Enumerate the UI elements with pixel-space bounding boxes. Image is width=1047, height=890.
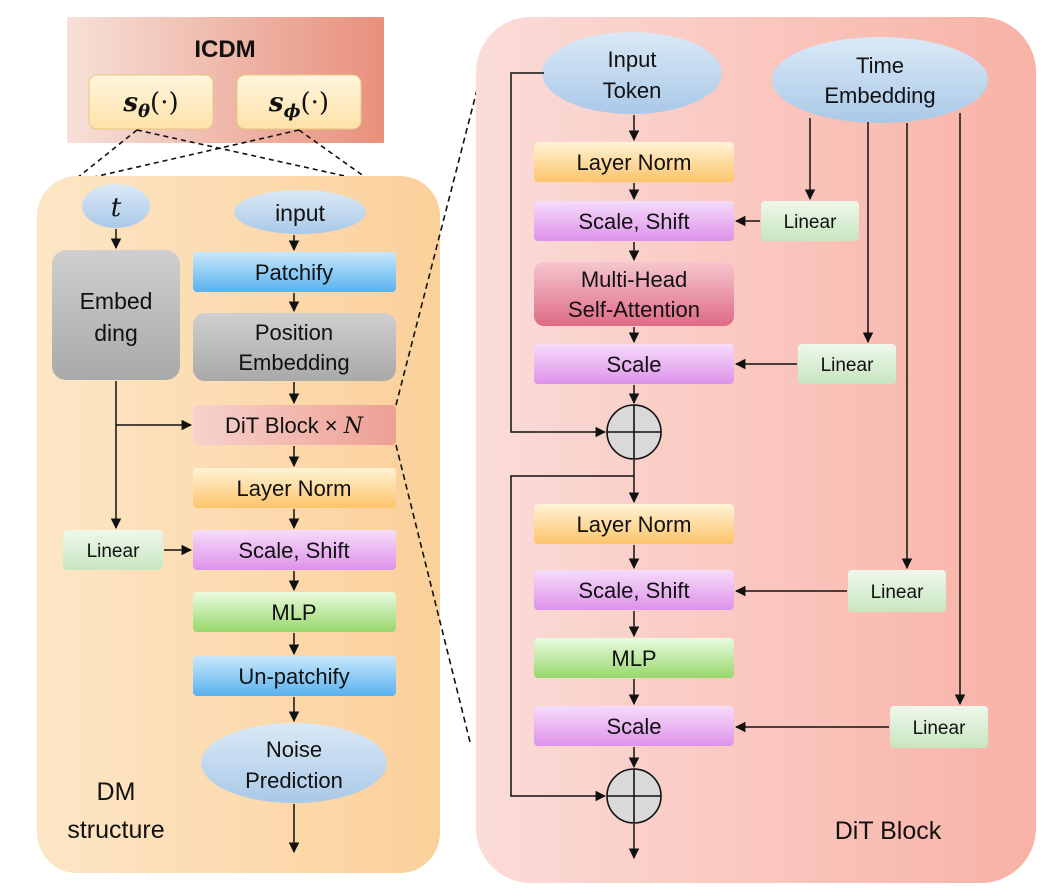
s-phi-s: s: [268, 88, 284, 118]
noise-prediction-node: [201, 723, 387, 803]
mhsa-box: [534, 262, 734, 326]
patchify-label: Patchify: [255, 260, 333, 285]
dm-mlp-label: MLP: [271, 600, 316, 625]
dit-caption: DiT Block: [835, 817, 942, 845]
dit-scale-2-label: Scale: [606, 714, 661, 739]
input-label: input: [275, 200, 325, 226]
noise-prediction-label-1: Noise: [266, 737, 322, 762]
dit-linear-3-box: [848, 570, 946, 612]
s-phi-sub: ϕ: [284, 101, 301, 122]
input-token-label-2: Token: [603, 78, 662, 103]
residual-path-1: [510, 72, 607, 438]
zoom-connectors-icdm: [71, 129, 373, 183]
dm-scale-shift-label: Scale, Shift: [238, 538, 349, 563]
noise-prediction-label-2: Prediction: [245, 768, 343, 793]
dm-linear-label: Linear: [87, 541, 140, 562]
dit-block-prefix: DiT Block ×: [225, 413, 344, 438]
dit-linear-3-label: Linear: [871, 582, 924, 603]
dm-mlp-box: [193, 592, 396, 632]
s-theta-sub: θ: [138, 101, 150, 122]
dm-layer-norm-label: Layer Norm: [237, 476, 352, 501]
embedding-label-2: ding: [94, 320, 137, 346]
dm-structure-panel: t input Embed ding Patchify Position Emb…: [37, 176, 440, 873]
dit-mlp-label: MLP: [611, 646, 656, 671]
dit-layer-norm-1-label: Layer Norm: [577, 150, 692, 175]
t-node: [82, 184, 150, 228]
dit-block-panel: Input Token Time Embedding Layer Norm Sc…: [476, 17, 1036, 883]
zoom-connectors-dit: [395, 85, 479, 743]
icdm-title: ICDM: [194, 36, 255, 63]
dit-linear-4-label: Linear: [913, 718, 966, 739]
zoom-line-mid2: [71, 129, 300, 183]
zoom-line-mid: [136, 129, 373, 183]
patchify-box: [193, 252, 396, 292]
s-theta-box: [88, 74, 214, 130]
dit-linear-2-box: [798, 344, 896, 384]
icdm-box: ICDM sθ(·) sϕ(·): [67, 17, 384, 143]
dit-linear-1-label: Linear: [784, 212, 837, 233]
dm-linear-box: [63, 530, 163, 570]
position-embedding-label-1: Position: [255, 320, 333, 345]
residual-path-2: [510, 475, 634, 802]
residual-add-2-icon: [606, 768, 662, 824]
dit-layer-norm-1-box: [534, 142, 734, 182]
zoom-line-right: [298, 129, 373, 183]
dit-scale-shift-1-label: Scale, Shift: [578, 209, 689, 234]
time-embedding-label-2: Embedding: [824, 83, 935, 108]
zoom-line-left: [71, 129, 138, 183]
dm-arrows: [110, 229, 300, 854]
dit-linear-2-label: Linear: [821, 355, 874, 376]
dit-scale-shift-1-box: [534, 201, 734, 241]
dit-linear-4-box: [890, 706, 988, 748]
unpatchify-label: Un-patchify: [238, 664, 349, 689]
dit-layer-norm-2-label: Layer Norm: [577, 512, 692, 537]
s-phi-arg: (·): [301, 88, 330, 118]
dm-layer-norm-box: [193, 468, 396, 508]
dit-scale-shift-2-label: Scale, Shift: [578, 578, 689, 603]
mhsa-label-1: Multi-Head: [581, 267, 687, 292]
dit-scale-2-box: [534, 706, 734, 746]
position-embedding-box: [193, 313, 396, 381]
embedding-label-1: Embed: [80, 288, 153, 314]
dit-scale-1-box: [534, 344, 734, 384]
input-token-node: [542, 32, 722, 114]
time-embedding-label-1: Time: [856, 53, 904, 78]
time-embedding-node: [772, 37, 988, 123]
dit-block-label: DiT Block × N: [225, 413, 364, 439]
dit-linear-1-box: [761, 201, 859, 241]
input-node: [234, 190, 366, 234]
s-theta-arg: (·): [150, 88, 179, 118]
dit-scale-1-label: Scale: [606, 352, 661, 377]
mhsa-label-2: Self-Attention: [568, 297, 700, 322]
unpatchify-box: [193, 656, 396, 696]
dm-caption-1: DM: [97, 778, 136, 806]
input-token-label-1: Input: [608, 47, 657, 72]
dit-arrows: [510, 72, 966, 860]
residual-add-1-icon: [606, 404, 662, 460]
zoom-line-dit-top: [395, 85, 479, 406]
dit-block-box: [193, 405, 396, 445]
dit-layer-norm-2-box: [534, 504, 734, 544]
embedding-box: [52, 250, 180, 380]
zoom-line-dit-bottom: [395, 444, 471, 743]
dit-block-n: N: [343, 414, 364, 439]
dm-caption-2: structure: [67, 816, 164, 844]
dit-mlp-box: [534, 638, 734, 678]
s-phi-label: sϕ(·): [268, 88, 329, 122]
s-theta-s: s: [122, 88, 138, 118]
dm-scale-shift-box: [193, 530, 396, 570]
s-theta-label: sθ(·): [122, 88, 178, 122]
dit-scale-shift-2-box: [534, 570, 734, 610]
t-label: t: [111, 193, 122, 223]
position-embedding-label-2: Embedding: [238, 350, 349, 375]
s-phi-box: [236, 74, 362, 130]
